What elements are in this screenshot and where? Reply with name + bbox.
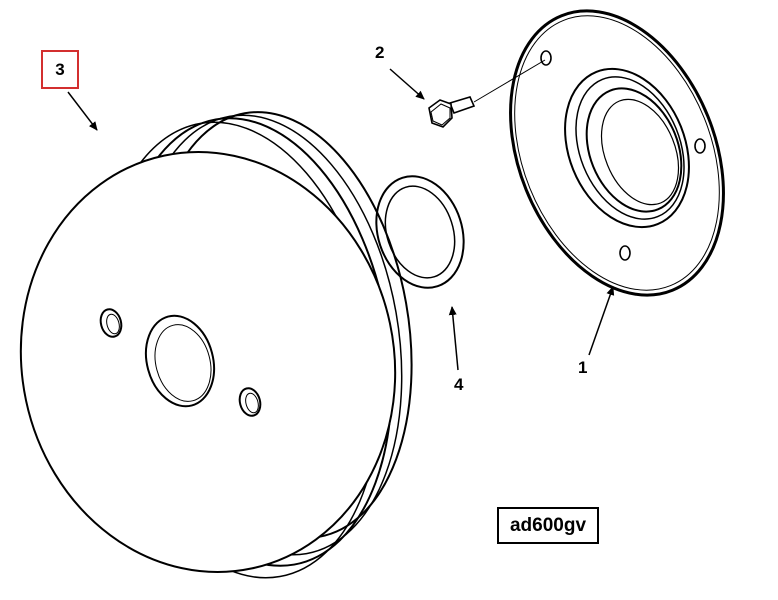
leader-arrow-2 (389, 68, 425, 100)
leader-arrow-1 (588, 286, 615, 356)
washer (375, 175, 465, 289)
callout-1-label: 1 (578, 358, 588, 377)
callout-3-label: 3 (55, 60, 65, 79)
reference-code: ad600gv (509, 514, 587, 536)
callout-3-highlighted: 3 (41, 50, 79, 89)
leader-arrow-3 (67, 91, 98, 131)
bolt (428, 59, 546, 128)
callout-2-label: 2 (375, 43, 385, 62)
leader-arrows (67, 68, 615, 371)
pulley (19, 111, 413, 579)
leader-arrow-4 (448, 306, 459, 371)
callout-4-label: 4 (454, 375, 464, 394)
flange (509, 9, 725, 297)
reference-code-box: ad600gv (497, 507, 599, 544)
